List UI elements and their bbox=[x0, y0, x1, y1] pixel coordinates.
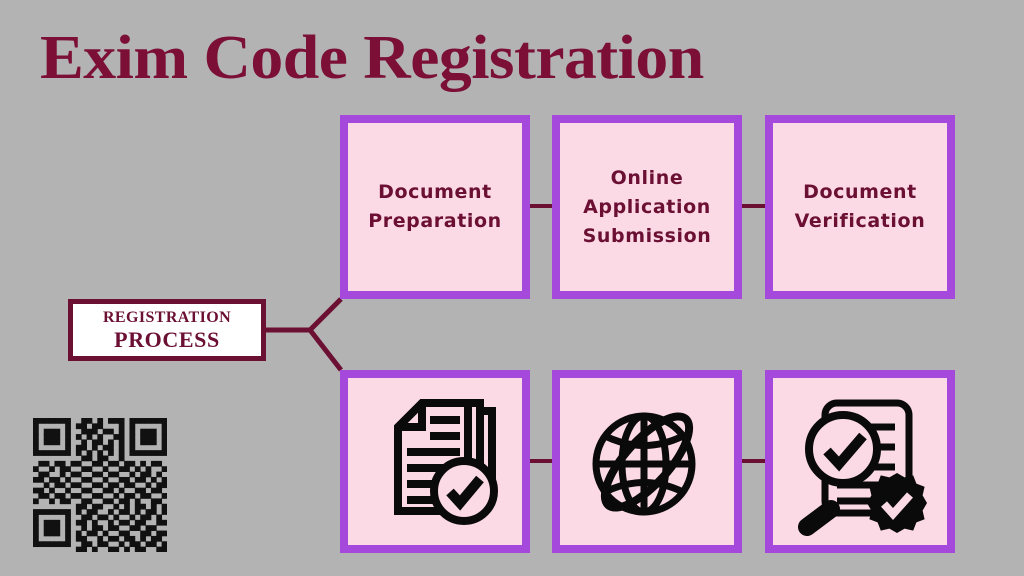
step-label-line3: Submission bbox=[582, 224, 712, 247]
step-label-line1: Document bbox=[378, 181, 492, 203]
icon-box-document-verification[interactable] bbox=[765, 370, 955, 553]
step-label-line2: Preparation bbox=[368, 210, 502, 232]
connector-label-to-top-row bbox=[308, 297, 343, 332]
step-box-online-application-submission[interactable]: Online Application Submission bbox=[552, 115, 742, 299]
step-label-online-application-submission: Online Application Submission bbox=[583, 164, 712, 251]
step-label-document-verification: Document Verification bbox=[795, 178, 926, 236]
step-label-line1: Document bbox=[803, 181, 917, 203]
page-title: Exim Code Registration bbox=[40, 24, 704, 92]
step-box-document-preparation[interactable]: Document Preparation bbox=[340, 115, 530, 299]
step-box-document-verification[interactable]: Document Verification bbox=[765, 115, 955, 299]
registration-process-label: REGISTRATION PROCESS bbox=[68, 299, 266, 361]
icon-box-online-application-submission[interactable] bbox=[552, 370, 742, 553]
step-label-document-preparation: Document Preparation bbox=[368, 178, 502, 236]
step-label-line2: Verification bbox=[794, 210, 926, 232]
documents-check-icon bbox=[394, 398, 498, 525]
step-label-line2: Application bbox=[583, 195, 711, 218]
connector-label-to-bottom-row bbox=[308, 328, 343, 372]
registration-process-line2: PROCESS bbox=[114, 327, 220, 352]
magnifier-document-badge-icon bbox=[798, 399, 927, 536]
step-label-line1: Online bbox=[610, 166, 684, 189]
registration-process-line1: REGISTRATION bbox=[102, 309, 232, 326]
globe-orbit-icon bbox=[592, 411, 696, 515]
qr-code[interactable] bbox=[33, 418, 167, 552]
icon-box-document-preparation[interactable] bbox=[340, 370, 530, 553]
